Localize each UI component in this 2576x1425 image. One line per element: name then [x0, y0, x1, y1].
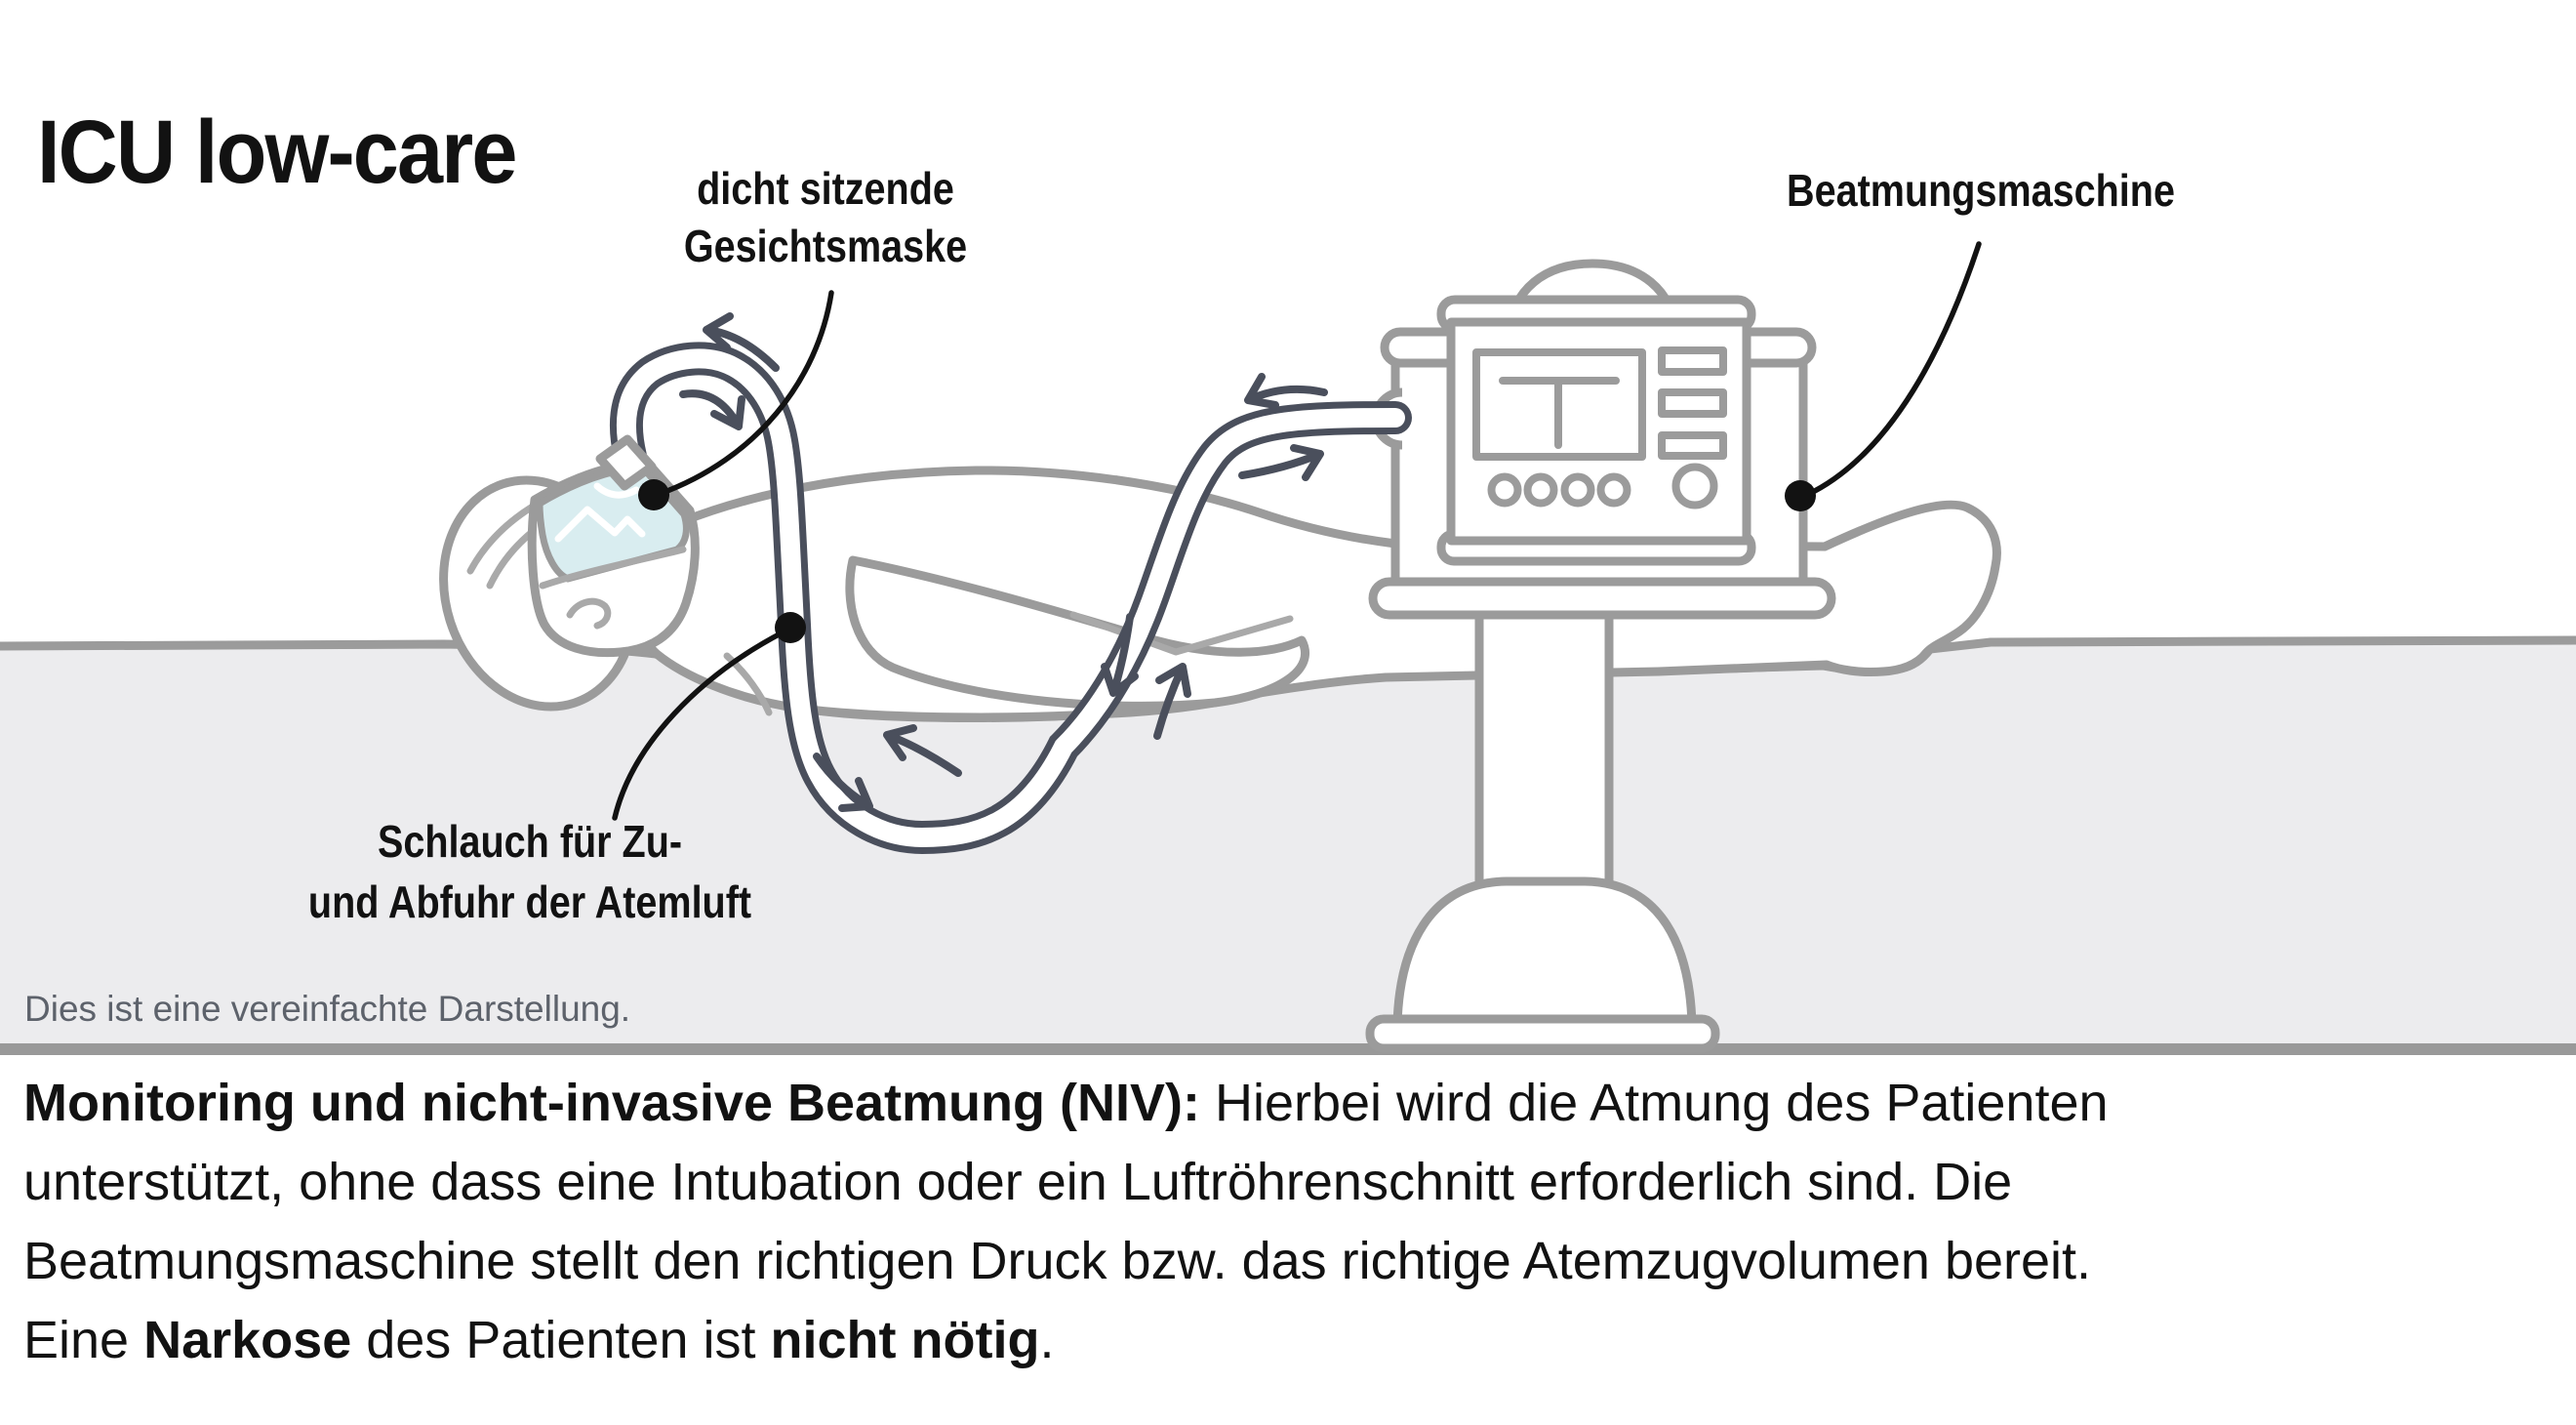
machine-button-round	[1596, 472, 1631, 508]
machine-button-rect	[1658, 346, 1727, 376]
leader-line-machine	[1804, 241, 1982, 498]
anchor-dot-mask	[638, 479, 669, 510]
simplification-note: Dies ist eine vereinfachte Darstellung.	[24, 989, 631, 1029]
caption-line: Eine Narkose des Patienten ist nicht nöt…	[23, 1311, 1055, 1369]
machine-button-round	[1487, 472, 1522, 508]
machine-button-round	[1523, 472, 1558, 508]
caption-text: Monitoring und nicht-invasive Beatmung (…	[23, 1064, 2541, 1380]
caption-line: Beatmungsmaschine stellt den richtigen D…	[23, 1232, 2092, 1290]
mask-reflection	[554, 506, 646, 543]
airflow-arrow-riser-up	[1153, 663, 1191, 740]
airflow-arrow-u-in	[883, 724, 962, 777]
label-face-mask-line1: dicht sitzende	[697, 163, 954, 214]
machine-button-round	[1560, 472, 1595, 508]
caption-line: unterstützt, ohne dass eine Intubation o…	[23, 1153, 2013, 1211]
stand-column	[1474, 606, 1614, 891]
stand-base-plate	[1365, 1014, 1720, 1053]
airflow-arrow-riser-down	[1101, 613, 1139, 697]
label-ventilator-line1: Beatmungsmaschine	[1787, 165, 2175, 216]
mask-clip	[566, 597, 612, 630]
label-tube-line1: Schlauch für Zu-	[377, 816, 683, 867]
caption-line: Monitoring und nicht-invasive Beatmung (…	[23, 1074, 2109, 1132]
bed	[0, 640, 2576, 1054]
airflow-arrow-machine-in	[1238, 444, 1324, 481]
label-face-mask: dicht sitzende Gesichtsmaske	[574, 160, 1077, 275]
screen-trace	[1499, 377, 1620, 449]
airflow-arrow-u-out	[813, 753, 873, 812]
hand-detail	[1069, 611, 1294, 656]
floor-line	[0, 1043, 2576, 1055]
label-ventilator: Beatmungsmaschine	[1729, 162, 2233, 220]
machine-button-rect	[1658, 388, 1727, 418]
leader-line-mask	[657, 290, 834, 497]
airflow-arrow-machine-out	[1244, 373, 1328, 409]
machine-bottom-cap	[1368, 577, 1836, 620]
mask-rim	[539, 546, 687, 590]
label-tube: Schlauch für Zu- und Abfuhr der Atemluft	[236, 811, 824, 932]
breathing-tube-core	[616, 348, 1405, 848]
anchor-dot-tube	[775, 612, 806, 643]
machine-knob	[1671, 463, 1718, 509]
mask-connector	[595, 434, 657, 491]
leader-line-tube	[612, 630, 785, 821]
label-face-mask-line2: Gesichtsmaske	[683, 221, 968, 271]
anchor-dot-machine	[1785, 480, 1816, 511]
mask-highlight	[593, 482, 640, 499]
patient-arm	[845, 555, 1309, 711]
page-title: ICU low-care	[37, 102, 517, 202]
airflow-arrow-arc-in	[679, 389, 745, 430]
label-tube-line2: und Abfuhr der Atemluft	[307, 876, 752, 927]
stand-base-dome	[1392, 876, 1697, 1030]
machine-button-rect	[1658, 431, 1727, 460]
airflow-arrow-arc-out	[703, 312, 780, 372]
